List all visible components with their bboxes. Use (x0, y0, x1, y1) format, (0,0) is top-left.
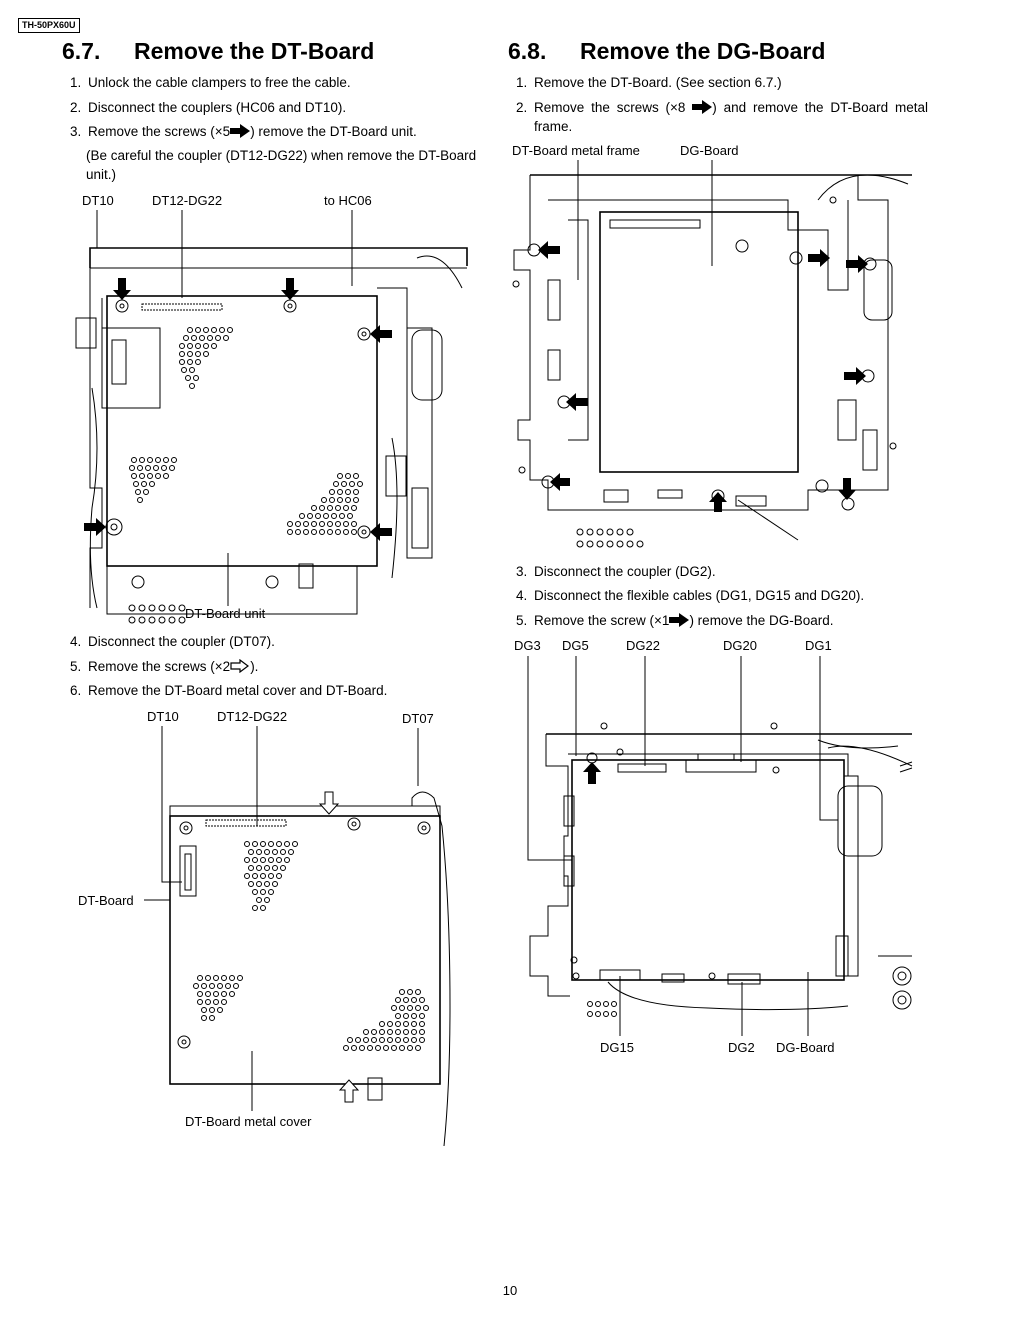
step-text: Remove the DT-Board. (See section 6.7.) (534, 75, 782, 90)
section-heading: 6.8. Remove the DG-Board (508, 36, 928, 66)
step-item: 2. Disconnect the couplers (HC06 and DT1… (70, 98, 482, 117)
label-dt-board: DT-Board (78, 893, 134, 908)
vent-pattern (193, 975, 243, 1021)
label-dg2: DG2 (728, 1040, 755, 1055)
dt-board-metal-frame-diagram: DT-Board metal frame DG-Board (512, 143, 912, 548)
step-item: 4. Disconnect the coupler (DT07). (70, 632, 482, 651)
step-number: 1. (70, 75, 82, 90)
section-dg-board: 6.8. Remove the DG-Board 1. Remove the DT… (508, 36, 928, 1055)
step-text: ). (250, 659, 259, 674)
step-text: ) and remove the DT-Board metal frame. (534, 100, 928, 134)
vent-pattern (128, 604, 186, 624)
vent-pattern (179, 327, 233, 389)
step-item: 2. Remove the screws (×8 ) and remove th… (516, 98, 928, 136)
vent-pattern (576, 528, 644, 548)
step-text: Disconnect the coupler (DG2). (534, 564, 716, 579)
step-text: Remove the screw (×1 (534, 613, 670, 628)
label-dt12-dg22: DT12-DG22 (152, 193, 222, 208)
vent-pattern (587, 1001, 617, 1017)
label-dg5: DG5 (562, 638, 589, 653)
label-dt10: DT10 (147, 709, 179, 724)
step-text: Remove the screws (×8 (534, 100, 686, 115)
step-number: 2. (516, 100, 528, 115)
step-number: 4. (70, 634, 82, 649)
label-dt07: DT07 (402, 711, 434, 726)
step-number: 3. (516, 564, 528, 579)
section-number: 6.8. (508, 38, 547, 64)
step-text: Disconnect the couplers (HC06 and DT10). (88, 100, 347, 115)
section-title: Remove the DT-Board (134, 38, 375, 64)
solid-arrow-icon (692, 100, 713, 114)
step-item: 6. Remove the DT-Board metal cover and D… (70, 681, 482, 700)
dt-board-unit-diagram: DT10 DT12-DG22 to HC06 DT-Board unit (75, 193, 468, 624)
step-text: Disconnect the coupler (DT07). (88, 634, 275, 649)
step-item: 5. Remove the screws (×2). (70, 657, 482, 676)
vent-pattern (244, 841, 298, 911)
label-dg22: DG22 (626, 638, 660, 653)
label-dg3: DG3 (514, 638, 541, 653)
step-item: 4. Disconnect the flexible cables (DG1, … (516, 586, 928, 605)
step-number: 3. (70, 124, 82, 139)
step-number: 4. (516, 588, 528, 603)
step-text: Remove the screws (×5 (88, 124, 231, 139)
section-number: 6.7. (62, 38, 101, 64)
label-to-hc06: to HC06 (324, 193, 372, 208)
dg-board-diagram: DG3 DG5 DG22 DG20 DG1 DG15 DG2 DG-Board (514, 638, 913, 1055)
step-text: Unlock the cable clampers to free the ca… (88, 75, 351, 90)
label-dg-board: DG-Board (776, 1040, 835, 1055)
step-item: 1. Remove the DT-Board. (See section 6.7… (516, 73, 928, 92)
vent-pattern (129, 457, 177, 503)
label-dt10: DT10 (82, 193, 114, 208)
page-number: 10 (502, 1283, 518, 1298)
step-number: 6. (70, 683, 82, 698)
section-heading: 6.7. Remove the DT-Board (62, 36, 482, 66)
step-number: 2. (70, 100, 82, 115)
caution-note: (Be careful the coupler (DT12-DG22) when… (86, 148, 477, 182)
hollow-arrow-icon (230, 659, 250, 673)
label-dg20: DG20 (723, 638, 757, 653)
label-dt-board-metal-frame: DT-Board metal frame (512, 143, 640, 158)
label-dt-board-metal-cover: DT-Board metal cover (185, 1114, 312, 1129)
solid-arrow-icon (669, 613, 690, 627)
label-dg15: DG15 (600, 1040, 634, 1055)
step-text: Remove the screws (×2 (88, 659, 231, 674)
step-number: 1. (516, 75, 528, 90)
model-tag: TH-50PX60U (18, 18, 80, 33)
section-title: Remove the DG-Board (580, 38, 826, 64)
section-dt-board: 6.7. Remove the DT-Board 1. Unlock the ca… (62, 36, 482, 1146)
solid-arrow-icon (230, 124, 251, 138)
step-item: 3. Disconnect the coupler (DG2). (516, 562, 928, 581)
label-dt12-dg22: DT12-DG22 (217, 709, 287, 724)
step-item: 1. Unlock the cable clampers to free the… (70, 73, 482, 92)
step-text: Remove the DT-Board metal cover and DT-B… (88, 683, 388, 698)
dt-board-metal-cover-diagram: DT10 DT12-DG22 DT07 DT-Board DT-Board me… (78, 709, 451, 1146)
step-text: Disconnect the flexible cables (DG1, DG1… (534, 588, 865, 603)
step-item: 5. Remove the screw (×1 ) remove the DG-B… (516, 611, 928, 630)
vent-pattern (287, 473, 363, 535)
step-item: 3. Remove the screws (×5 ) remove the DT-… (70, 122, 482, 141)
label-dg1: DG1 (805, 638, 832, 653)
vent-pattern (343, 989, 429, 1051)
step-text: ) remove the DG-Board. (689, 613, 834, 628)
step-number: 5. (70, 659, 82, 674)
label-dg-board: DG-Board (680, 143, 739, 158)
step-text: ) remove the DT-Board unit. (250, 124, 417, 139)
step-number: 5. (516, 613, 528, 628)
